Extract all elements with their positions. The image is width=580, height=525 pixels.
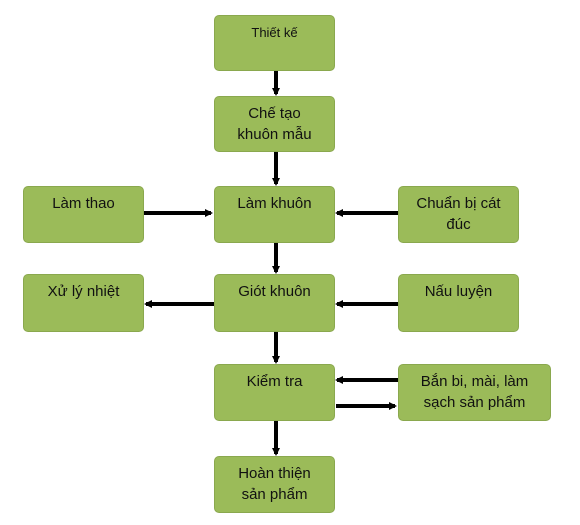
node-lam-khuon: Làm khuôn [214,186,335,243]
node-label: Làm thao [52,195,115,212]
node-label: Xử lý nhiệt [47,283,120,300]
node-label: Nấu luyện [424,283,493,300]
node-label: Chế tạo khuôn mẫu [237,105,312,143]
node-nau-luyen: Nấu luyện [398,274,519,332]
node-hoan-thien-san-pham: Hoàn thiện sản phẩm [214,456,335,513]
node-xu-ly-nhiet: Xử lý nhiệt [23,274,144,332]
node-label: Thiết kế [251,25,298,40]
node-chuan-bi-cat-duc: Chuẩn bị cát đúc [398,186,519,243]
node-label: Hoàn thiện sản phẩm [238,465,311,503]
node-ban-bi-mai-lam-sach: Bắn bi, mài, làm sạch sản phẩm [398,364,551,421]
node-label: Làm khuôn [237,195,312,212]
node-che-tao-khuon-mau: Chế tạo khuôn mẫu [214,96,335,152]
node-label: Bắn bi, mài, làm sạch sản phẩm [420,373,529,411]
node-label: Giót khuôn [238,283,311,300]
node-label: Kiểm tra [246,373,303,390]
node-giot-khuon: Giót khuôn [214,274,335,332]
node-label: Chuẩn bị cát đúc [416,195,501,233]
node-lam-thao: Làm thao [23,186,144,243]
node-thiet-ke: Thiết kế [214,15,335,71]
node-kiem-tra: Kiểm tra [214,364,335,421]
